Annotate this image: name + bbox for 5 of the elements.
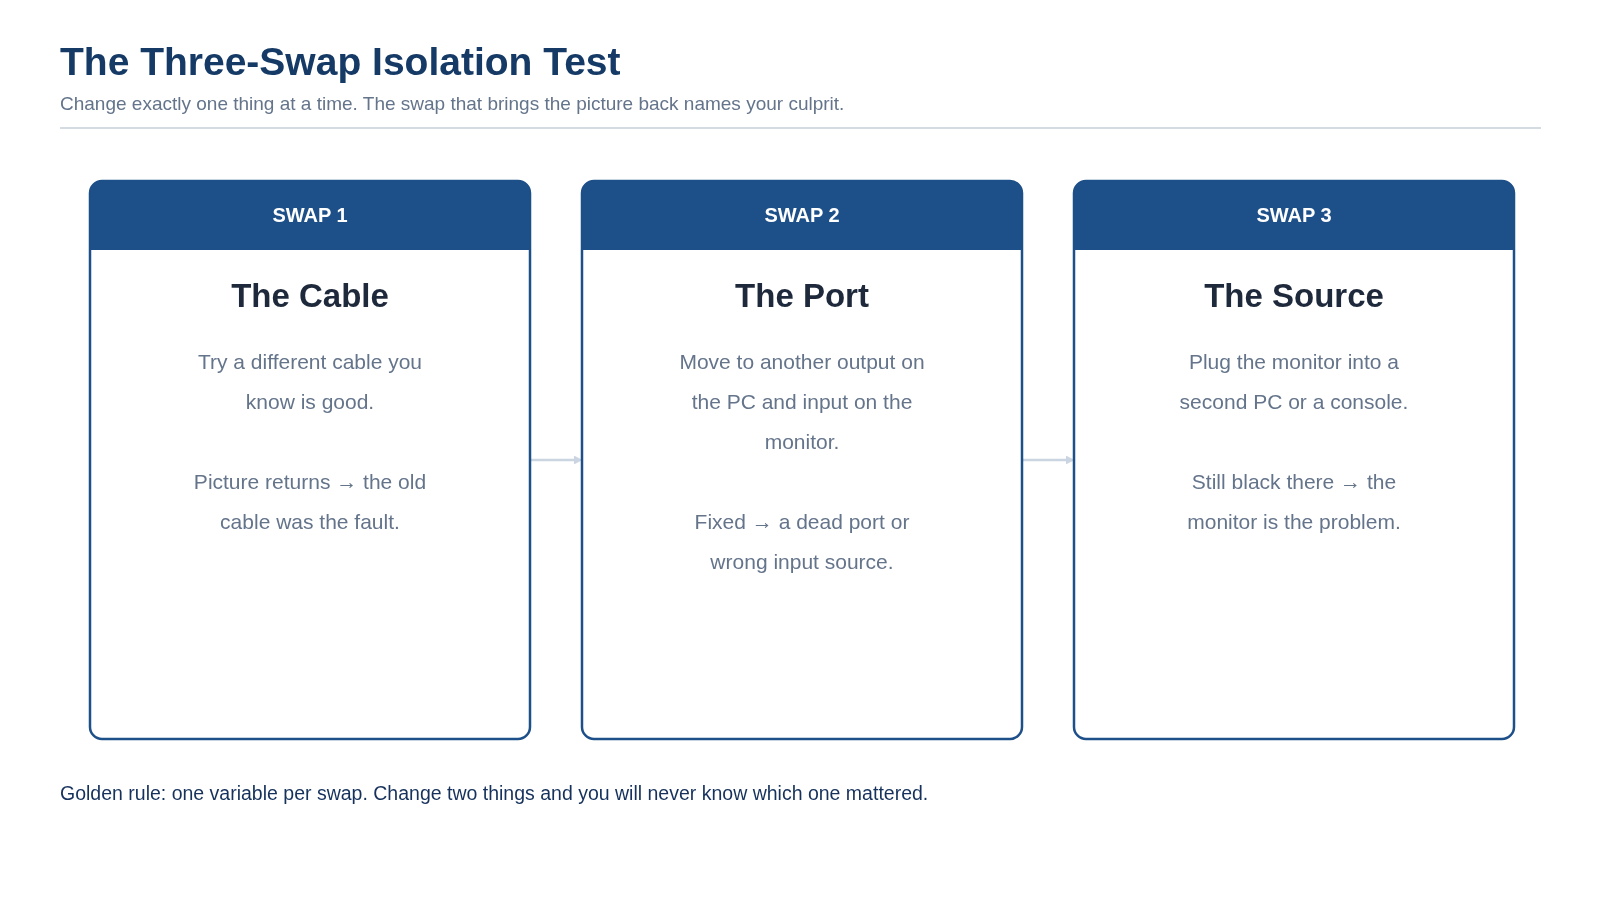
arrow — [1022, 455, 1075, 465]
subtitle-text: Change exactly one thing at a time. The swap that brings the picture back names your culprit. — [60, 92, 845, 116]
page-title: The Three-Swap Isolation Test — [60, 39, 621, 85]
footer-note: Golden rule: one variable per swap. Change two things and you will never know which one mattered. — [60, 781, 929, 806]
arrow — [530, 455, 583, 465]
